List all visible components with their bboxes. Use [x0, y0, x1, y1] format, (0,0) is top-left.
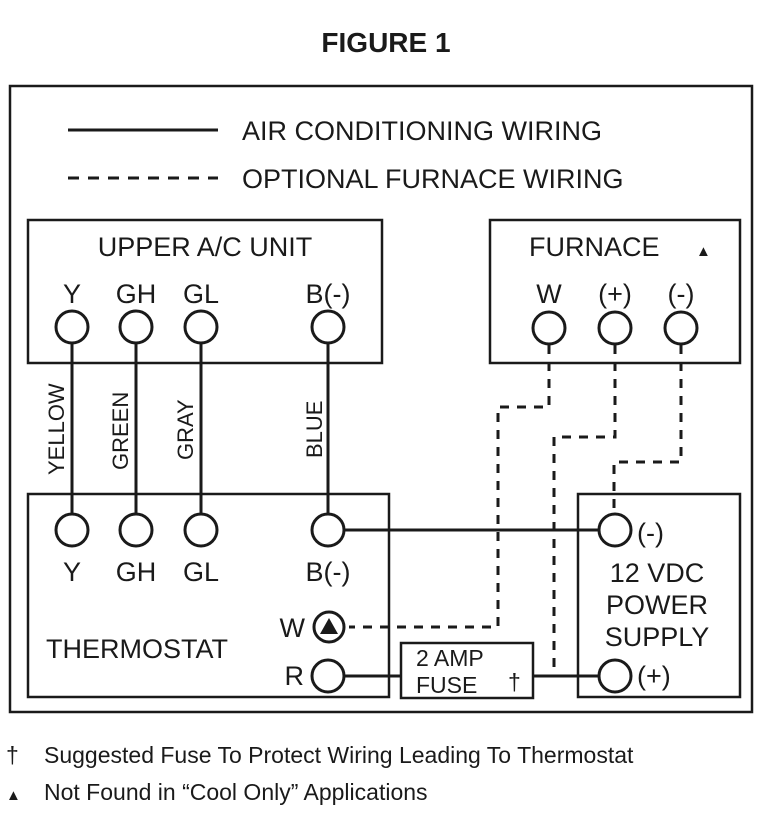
wire-furnace-pos-to-fuse [552, 345, 617, 676]
ac-terminal-gl [183, 309, 219, 345]
ac-terminal-y [54, 309, 90, 345]
furnace-terminal-w [531, 310, 567, 346]
wire-label-gray: GRAY [173, 399, 198, 460]
ac-terminal-label-y: Y [63, 279, 81, 309]
wire-label-blue: BLUE [302, 401, 327, 458]
ac-terminal-label-b: B(-) [306, 279, 351, 309]
tstat-terminal-r [310, 658, 346, 694]
tstat-w-label: W [280, 613, 306, 643]
furnace-terminal-label-w: W [536, 279, 562, 309]
tstat-terminal-y [54, 512, 90, 548]
power-supply-title-line-1: 12 VDC [610, 558, 705, 588]
tstat-terminal-label-b: B(-) [306, 557, 351, 587]
ac-terminal-label-gl: GL [183, 279, 219, 309]
furnace-terminal-pos [597, 310, 633, 346]
power-supply-terminal-pos [597, 658, 633, 694]
wire-furnace-neg-to-ps-neg [612, 345, 683, 512]
note-dagger-text: Suggested Fuse To Protect Wiring Leading… [44, 742, 634, 768]
diagram-frame [8, 84, 754, 714]
thermostat-title: THERMOSTAT [46, 634, 228, 664]
power-supply-title-line-3: SUPPLY [605, 622, 710, 652]
furnace-terminal-label-pos: (+) [598, 279, 632, 309]
tstat-terminal-label-gl: GL [183, 557, 219, 587]
tstat-terminal-b [310, 512, 346, 548]
figure-title: FIGURE 1 [321, 27, 450, 58]
tstat-terminal-label-y: Y [63, 557, 81, 587]
wire-label-yellow: YELLOW [44, 383, 69, 475]
legend-solid-label: AIR CONDITIONING WIRING [242, 116, 602, 146]
power-supply-terminal-neg [597, 512, 633, 548]
note-dagger-symbol: † [6, 742, 19, 768]
power-supply-neg-label: (-) [637, 518, 664, 548]
tstat-terminal-label-gh: GH [116, 557, 157, 587]
tstat-r-label: R [285, 661, 305, 691]
ac-terminal-gh [118, 309, 154, 345]
wire-furnace-w-to-tstat-w [349, 345, 551, 629]
tstat-w-triangle-icon [320, 618, 338, 634]
wire-label-green: GREEN [108, 392, 133, 470]
fuse-box [399, 641, 535, 700]
fuse-dagger-marker: † [508, 669, 521, 695]
upper-ac-unit-box [26, 218, 384, 365]
furnace-triangle-marker: ▲ [696, 243, 711, 260]
thermostat-box [26, 492, 391, 699]
tstat-terminal-gl [183, 512, 219, 548]
fuse-line-1: 2 AMP [416, 645, 484, 671]
note-triangle-text: Not Found in “Cool Only” Applications [44, 779, 428, 805]
note-triangle-symbol: ▲ [6, 787, 21, 804]
power-supply-box [576, 492, 742, 699]
legend-dashed-label: OPTIONAL FURNACE WIRING [242, 164, 624, 194]
ac-terminal-label-gh: GH [116, 279, 157, 309]
furnace-terminal-neg [663, 310, 699, 346]
fuse-line-2: FUSE [416, 672, 477, 698]
furnace-terminal-label-neg: (-) [668, 279, 695, 309]
tstat-terminal-gh [118, 512, 154, 548]
upper-ac-unit-title: UPPER A/C UNIT [98, 232, 313, 262]
power-supply-pos-label: (+) [637, 661, 671, 691]
ac-terminal-b [310, 309, 346, 345]
power-supply-title-line-2: POWER [606, 590, 708, 620]
furnace-title: FURNACE [529, 232, 660, 262]
